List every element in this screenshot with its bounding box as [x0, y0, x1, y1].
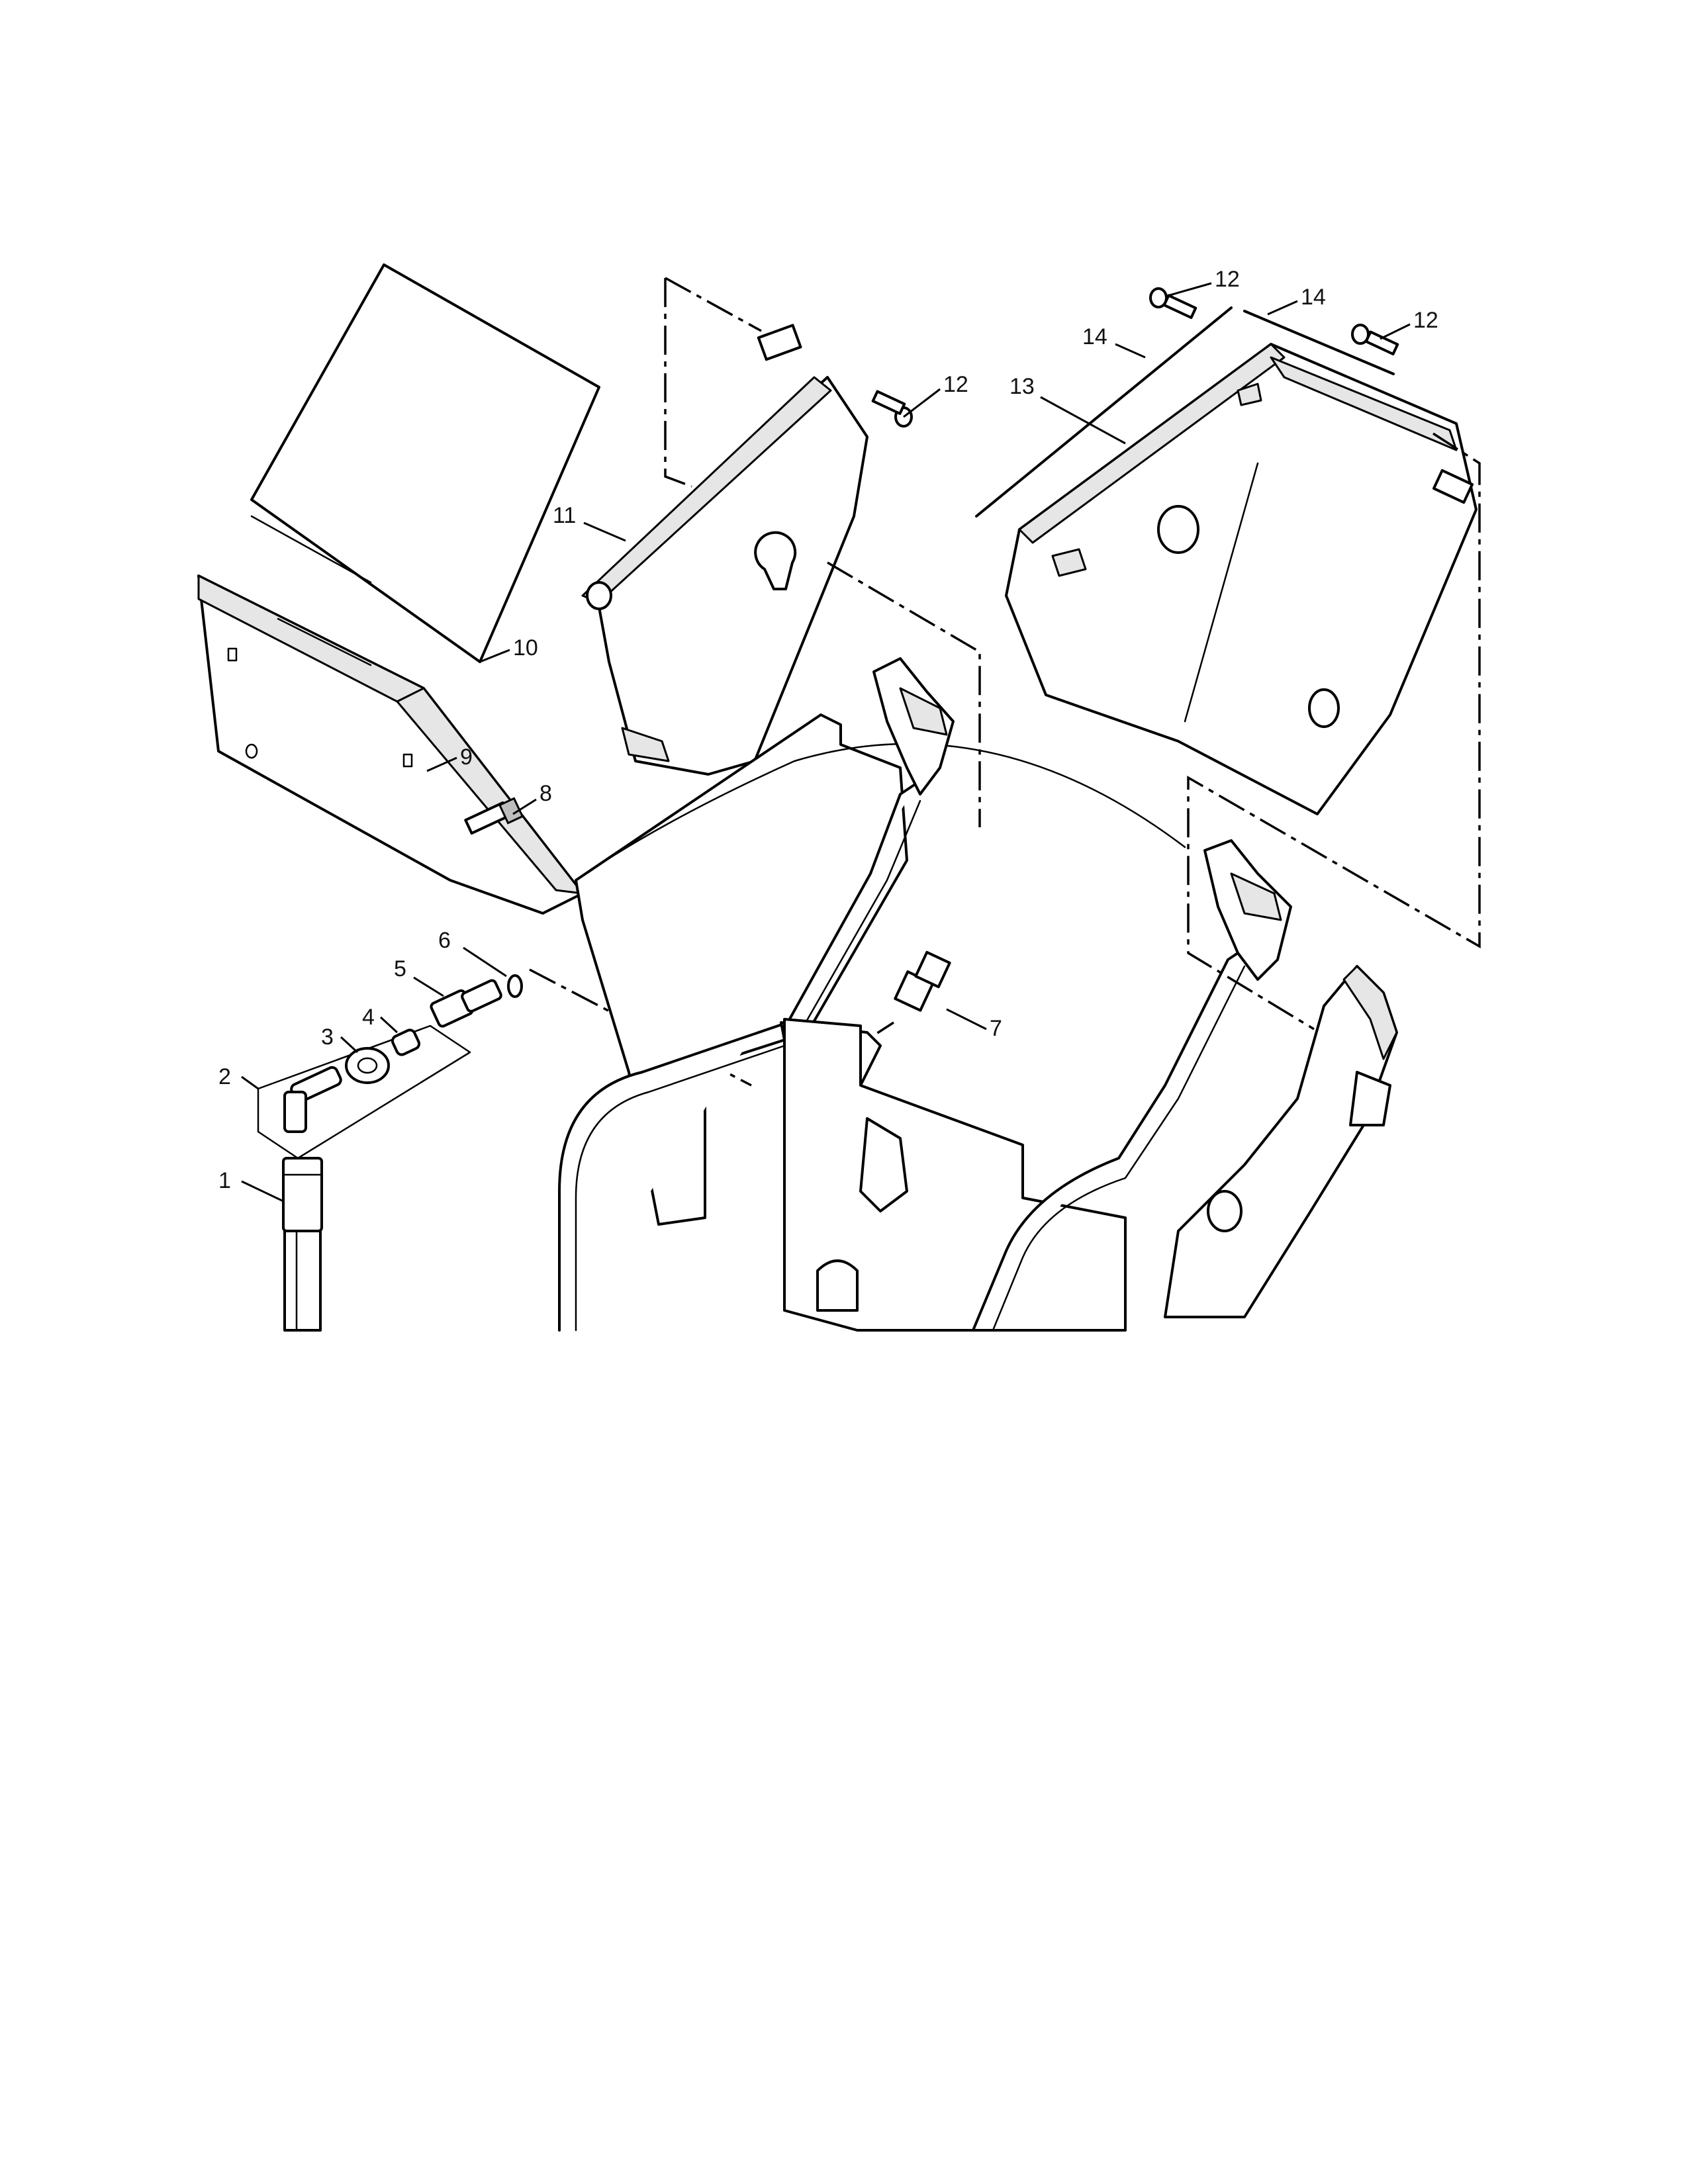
callout-labels: 1 2 3 4 5 6 7 8 9 10 11 12 12 12 13 14 1…	[218, 267, 1438, 1193]
callout-8: 8	[539, 781, 552, 806]
nipple-part-5	[430, 979, 502, 1028]
callout-9: 9	[460, 745, 473, 770]
elbow-fitting-part-2	[283, 1066, 342, 1133]
latch-right	[1203, 839, 1292, 981]
callout-11: 11	[553, 503, 576, 528]
o-ring-part-6	[507, 974, 523, 998]
latch-left	[872, 657, 955, 796]
hose-part-1	[282, 1157, 323, 1332]
housing-half-part-11	[581, 324, 868, 776]
panel-sheet-part-10	[250, 263, 600, 663]
cover-plate-part-9	[197, 574, 584, 915]
callout-13: 13	[1009, 374, 1035, 399]
callout-2: 2	[218, 1064, 231, 1089]
frame-body	[558, 713, 1398, 1332]
callout-5: 5	[394, 956, 406, 981]
callout-12-c: 12	[1413, 308, 1438, 333]
fitting-part-7	[894, 950, 951, 1012]
seal-strip-part-14-right	[1243, 310, 1395, 375]
callout-10: 10	[513, 635, 538, 660]
callout-3: 3	[321, 1024, 334, 1050]
leader-lines	[241, 282, 1411, 1203]
ferrule-part-4	[391, 1028, 421, 1056]
screw-part-12-a	[871, 390, 913, 428]
callout-6: 6	[438, 928, 451, 953]
seal-strip-part-14-left	[975, 306, 1233, 518]
screw-part-12-c	[1351, 324, 1399, 355]
callout-14-a: 14	[1082, 324, 1107, 349]
nut-part-3	[345, 1047, 390, 1084]
callout-12-b: 12	[1215, 267, 1240, 292]
screw-part-12-b	[1149, 287, 1197, 319]
fittings-group	[257, 974, 523, 1160]
housing-shell-part-13	[1005, 343, 1477, 815]
callout-4: 4	[362, 1005, 375, 1030]
callout-12-a: 12	[943, 372, 968, 397]
callout-14-b: 14	[1301, 285, 1326, 310]
callout-7: 7	[990, 1016, 1002, 1041]
bolt-part-8	[464, 797, 524, 835]
callout-1: 1	[218, 1168, 231, 1193]
